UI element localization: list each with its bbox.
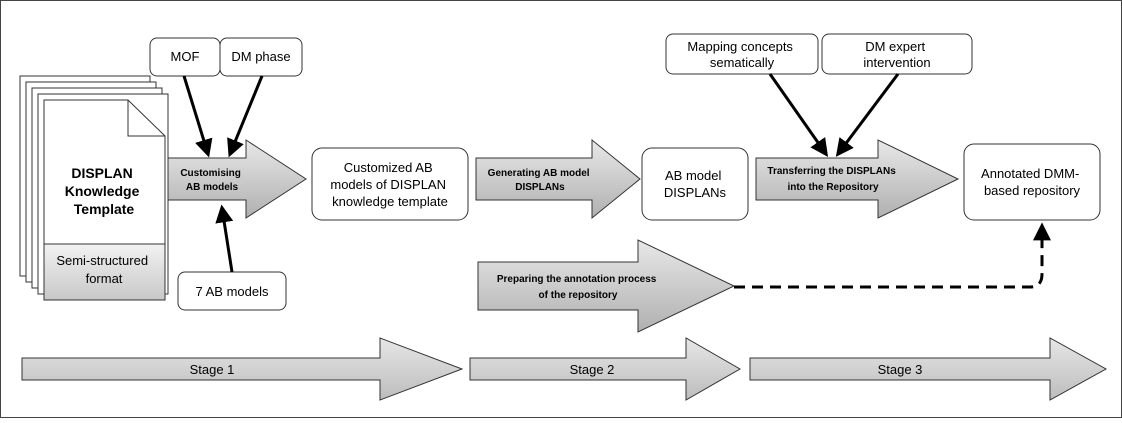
- svg-text:Preparing the annotation proce: Preparing the annotation process of the …: [497, 274, 659, 301]
- input-dm-phase: DM phase: [219, 37, 303, 77]
- process-arrow-generating: Generating AB model DISPLANs: [475, 138, 641, 220]
- svg-text:AB model DISPLANs: AB model DISPLANs: [664, 168, 727, 200]
- connector-mapping: [768, 73, 829, 157]
- svg-text:MOF: MOF: [171, 49, 200, 64]
- process-arrow-customising: Customising AB models: [167, 139, 307, 219]
- svg-text:Generating AB model DISP: Generating AB model DISPLANs: [488, 168, 593, 193]
- connector-dm-expert: [835, 73, 900, 157]
- stage-arrow-1: Stage 1: [21, 337, 464, 401]
- svg-text:Stage 3: Stage 3: [878, 362, 923, 377]
- connector-ab-models: [215, 204, 234, 273]
- output-customized-models: Customized AB models of DISPLAN knowledg…: [311, 147, 469, 221]
- svg-text:7 AB models: 7 AB models: [196, 284, 269, 299]
- svg-text:DM phase: DM phase: [231, 49, 290, 64]
- connector-mof: [182, 75, 213, 158]
- process-arrow-transferring: Transferring the DISPLANs into the Repos…: [755, 139, 960, 219]
- document-title: DISPLAN Knowledge Template: [65, 165, 144, 217]
- svg-text:Mapping concepts sematic: Mapping concepts sematically: [687, 39, 796, 70]
- format-band: [43, 243, 166, 301]
- svg-text:Customized AB models of: Customized AB models of DISPLAN knowledg…: [330, 160, 449, 209]
- stage-arrow-2: Stage 2: [469, 337, 742, 401]
- output-ab-displans: AB model DISPLANs: [641, 147, 749, 221]
- svg-text:Customising AB models: Customising AB models: [180, 168, 243, 193]
- stage-arrow-3: Stage 3: [749, 337, 1108, 401]
- input-dm-expert: DM expert intervention: [821, 33, 973, 75]
- displan-document-stack: DISPLAN Knowledge Template Semi-structur…: [19, 75, 169, 301]
- connectors: [182, 73, 1051, 289]
- svg-text:Stage 1: Stage 1: [190, 362, 235, 377]
- input-mof: MOF: [149, 37, 221, 77]
- svg-text:Annotated DMM- based rep: Annotated DMM- based repository: [981, 166, 1083, 198]
- document-format-label: Semi-structured format: [56, 253, 151, 286]
- connector-dm-phase: [227, 75, 264, 158]
- process-arrow-preparing: Preparing the annotation process of the …: [477, 239, 736, 333]
- svg-text:Transferring the DISPLANs: Transferring the DISPLANs into the Repos…: [767, 166, 898, 193]
- connector-annotation-dashed: [734, 222, 1051, 289]
- svg-text:Stage 2: Stage 2: [570, 362, 615, 377]
- input-mapping-concepts: Mapping concepts sematically: [665, 33, 819, 75]
- input-ab-models: 7 AB models: [177, 271, 287, 311]
- output-annotated-repository: Annotated DMM- based repository: [963, 143, 1101, 221]
- svg-text:DM expert intervention: DM expert intervention: [863, 39, 930, 70]
